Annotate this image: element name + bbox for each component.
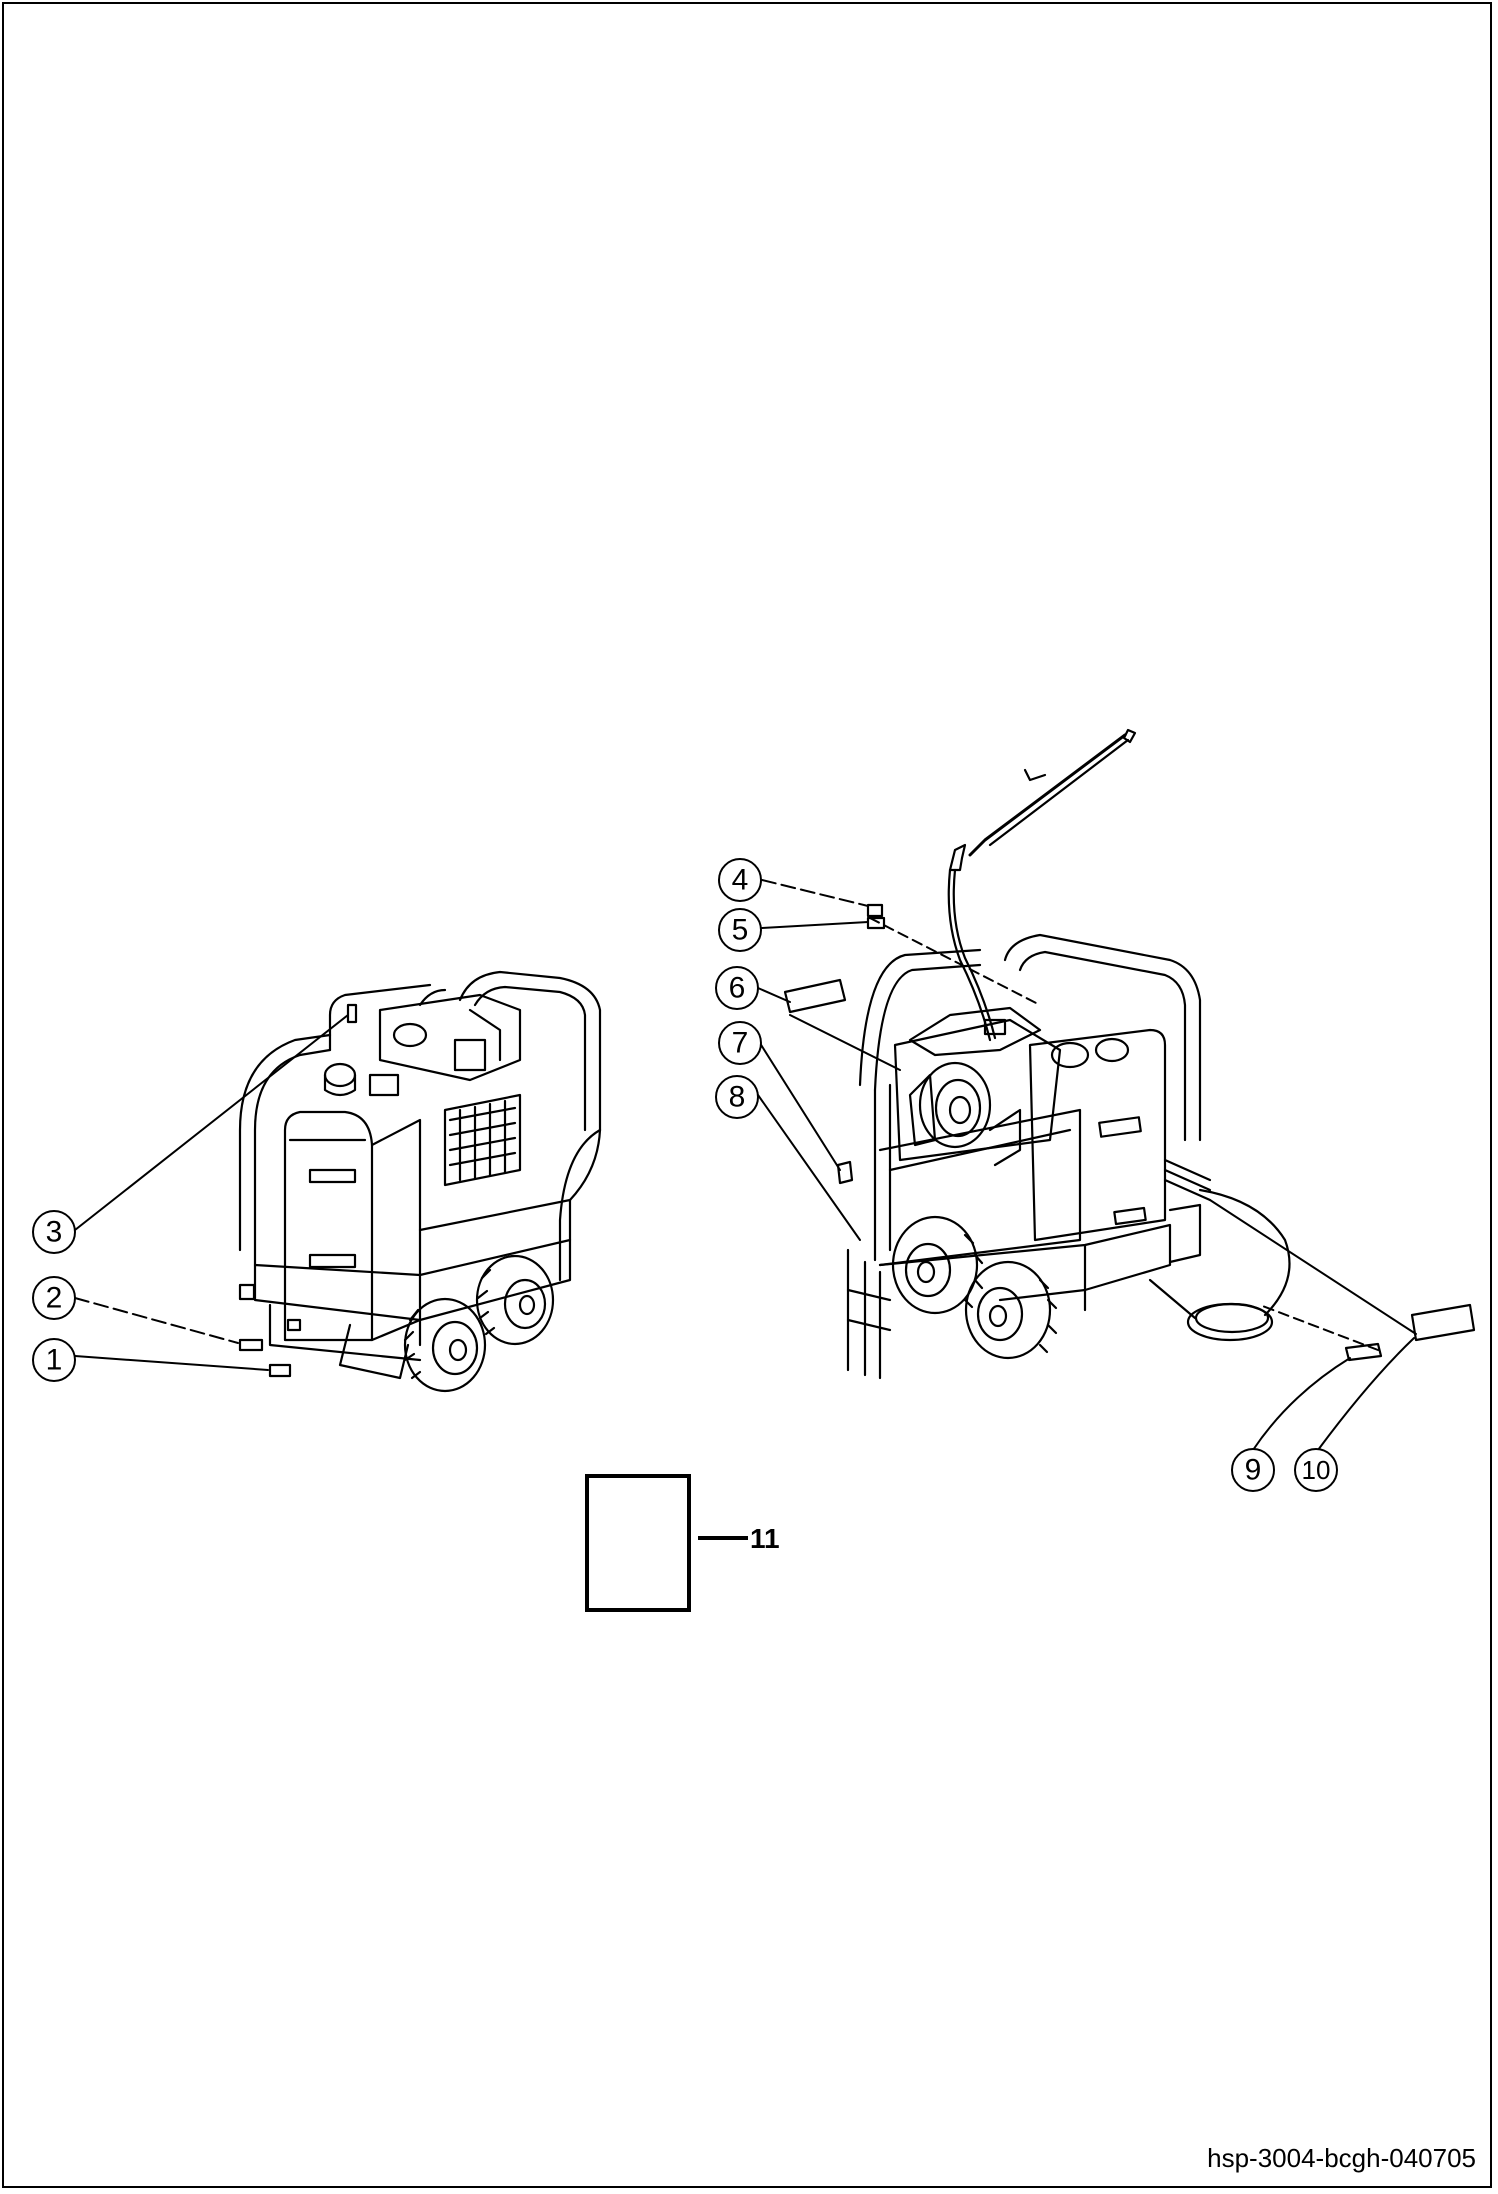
callout-5-label: 5 <box>732 914 749 947</box>
manual-reference-label: 11 <box>750 1523 780 1554</box>
decal-5 <box>866 916 886 930</box>
callout-8-label: 8 <box>729 1081 746 1114</box>
right-wheel-left <box>891 1215 984 1315</box>
callout-10-label: 10 <box>1302 1455 1331 1485</box>
right-pressure-washer <box>783 728 1476 1380</box>
callout-4-label: 4 <box>732 864 749 897</box>
callout-4: 4 <box>718 858 762 902</box>
manual-box <box>585 1474 691 1612</box>
decal-1 <box>268 1363 292 1378</box>
callout-10: 10 <box>1294 1448 1338 1492</box>
callout-9: 9 <box>1231 1448 1275 1492</box>
callout-1: 1 <box>32 1338 76 1382</box>
manual-reference: 11 <box>585 1474 780 1612</box>
right-wheel-right <box>964 1260 1058 1360</box>
callout-2-label: 2 <box>46 1282 63 1315</box>
drawing-id: hsp-3004-bcgh-040705 <box>1207 2143 1476 2173</box>
left-pressure-washer <box>238 970 602 1393</box>
callout-6: 6 <box>715 966 759 1010</box>
callout-3: 3 <box>32 1210 76 1254</box>
callouts: 1 2 3 4 5 6 7 8 <box>32 858 1338 1492</box>
callout-3-label: 3 <box>46 1216 63 1249</box>
callout-6-label: 6 <box>729 972 746 1005</box>
callout-8: 8 <box>715 1075 759 1119</box>
left-wheel-front <box>403 1297 487 1393</box>
left-wheel-rear <box>475 1254 555 1346</box>
decal-4 <box>866 903 884 918</box>
callout-7-label: 7 <box>732 1027 749 1060</box>
leader-lines <box>74 879 1417 1451</box>
callout-1-label: 1 <box>46 1344 63 1377</box>
decal-6 <box>783 978 847 1014</box>
decal-2 <box>238 1338 264 1352</box>
callout-5: 5 <box>718 908 762 952</box>
decal-9 <box>1344 1342 1383 1362</box>
callout-9-label: 9 <box>1245 1454 1262 1487</box>
callout-2: 2 <box>32 1276 76 1320</box>
decal-7 <box>836 1160 854 1185</box>
callout-7: 7 <box>718 1021 762 1065</box>
decal-10 <box>1410 1303 1476 1342</box>
